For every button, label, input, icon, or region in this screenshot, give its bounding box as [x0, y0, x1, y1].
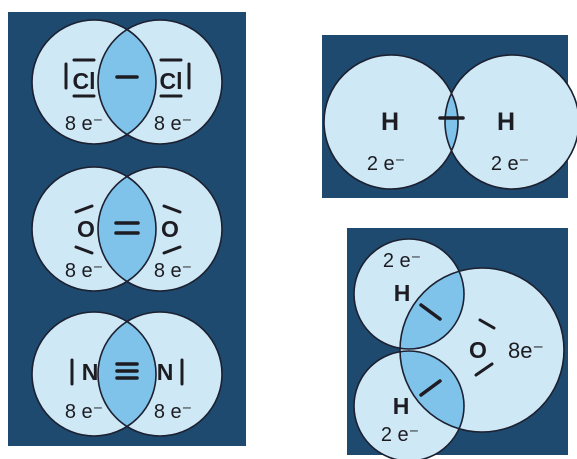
- cl2-left-outline: [31, 19, 157, 145]
- h2o-top-hydrogen-symbol: H: [394, 280, 411, 306]
- h2-right-electron-count: 2 e⁻: [491, 153, 529, 175]
- h2-left-electron-count: 2 e⁻: [367, 153, 405, 175]
- o2-left-electron-count: 8 e⁻: [65, 260, 103, 282]
- cl2-left-symbol: Cl: [73, 68, 96, 94]
- o2-right-outline: [97, 166, 223, 292]
- h2o-bottom-hydrogen-symbol: H: [393, 393, 410, 419]
- left-panel: Cl Cl 8 e⁻ 8 e⁻ O O 8 e⁻: [8, 12, 246, 446]
- cl2-shared-region: [98, 20, 156, 144]
- cl2-left-electron-count: 8 e⁻: [65, 113, 103, 135]
- h2o-bottom-hydrogen-outline: [353, 350, 465, 459]
- molecule-cl2: Cl Cl 8 e⁻ 8 e⁻: [31, 19, 223, 145]
- molecule-h2: H H 2 e⁻ 2 e⁻: [323, 54, 577, 190]
- n2-right-outline: [97, 311, 223, 437]
- h2-right-symbol: H: [497, 108, 515, 136]
- h2o-oxygen-lone-pair: [478, 318, 496, 330]
- h2-left-atom: [324, 55, 458, 189]
- h2-right-outline: [444, 54, 577, 190]
- h2o-oxygen-lone-pair: [474, 362, 494, 377]
- n2-shared-region: [98, 312, 156, 436]
- h2o-bottom-bond-line: [419, 379, 442, 397]
- molecule-o2: O O 8 e⁻ 8 e⁻: [31, 166, 223, 292]
- molecule-h2o: O 8e⁻ H H 2 e⁻ 2 e⁻: [353, 238, 565, 459]
- h2o-oxygen-symbol: O: [469, 337, 487, 363]
- o2-right-lone-pair: [162, 204, 182, 214]
- h2o-panel: O 8e⁻ H H 2 e⁻ 2 e⁻: [347, 228, 568, 459]
- h2-right-atom: [445, 55, 577, 189]
- o2-shared-region: [98, 167, 156, 291]
- o2-left-symbol: O: [77, 216, 95, 242]
- cl2-right-symbol: Cl: [160, 68, 183, 94]
- h2o-top-hydrogen-electron-count: 2 e⁻: [383, 250, 421, 272]
- n2-left-electron-count: 8 e⁻: [65, 401, 103, 423]
- h2o-top-bond-line: [419, 303, 442, 321]
- h2-left-outline: [323, 54, 459, 190]
- h2-panel: H H 2 e⁻ 2 e⁻: [322, 35, 577, 198]
- n2-left-symbol: N: [82, 359, 99, 385]
- h2o-oxygen-outline: [399, 267, 565, 433]
- o2-left-lone-pair: [74, 204, 94, 214]
- h2-left-symbol: H: [381, 108, 399, 136]
- cl2-right-outline: [97, 19, 223, 145]
- h2o-bottom-hydrogen-electron-count: 2 e⁻: [381, 424, 419, 446]
- h2o-oxygen-electron-count: 8e⁻: [508, 338, 544, 363]
- o2-right-lone-pair: [162, 245, 182, 255]
- o2-right-electron-count: 8 e⁻: [154, 260, 192, 282]
- n2-left-outline: [31, 311, 157, 437]
- o2-left-lone-pair: [74, 245, 94, 255]
- o2-left-outline: [31, 166, 157, 292]
- molecule-n2: N N 8 e⁻ 8 e⁻: [31, 311, 223, 437]
- o2-right-symbol: O: [161, 216, 179, 242]
- cl2-right-electron-count: 8 e⁻: [154, 113, 192, 135]
- n2-right-symbol: N: [157, 359, 174, 385]
- n2-right-electron-count: 8 e⁻: [154, 401, 192, 423]
- h2o-top-hydrogen-outline: [353, 238, 465, 350]
